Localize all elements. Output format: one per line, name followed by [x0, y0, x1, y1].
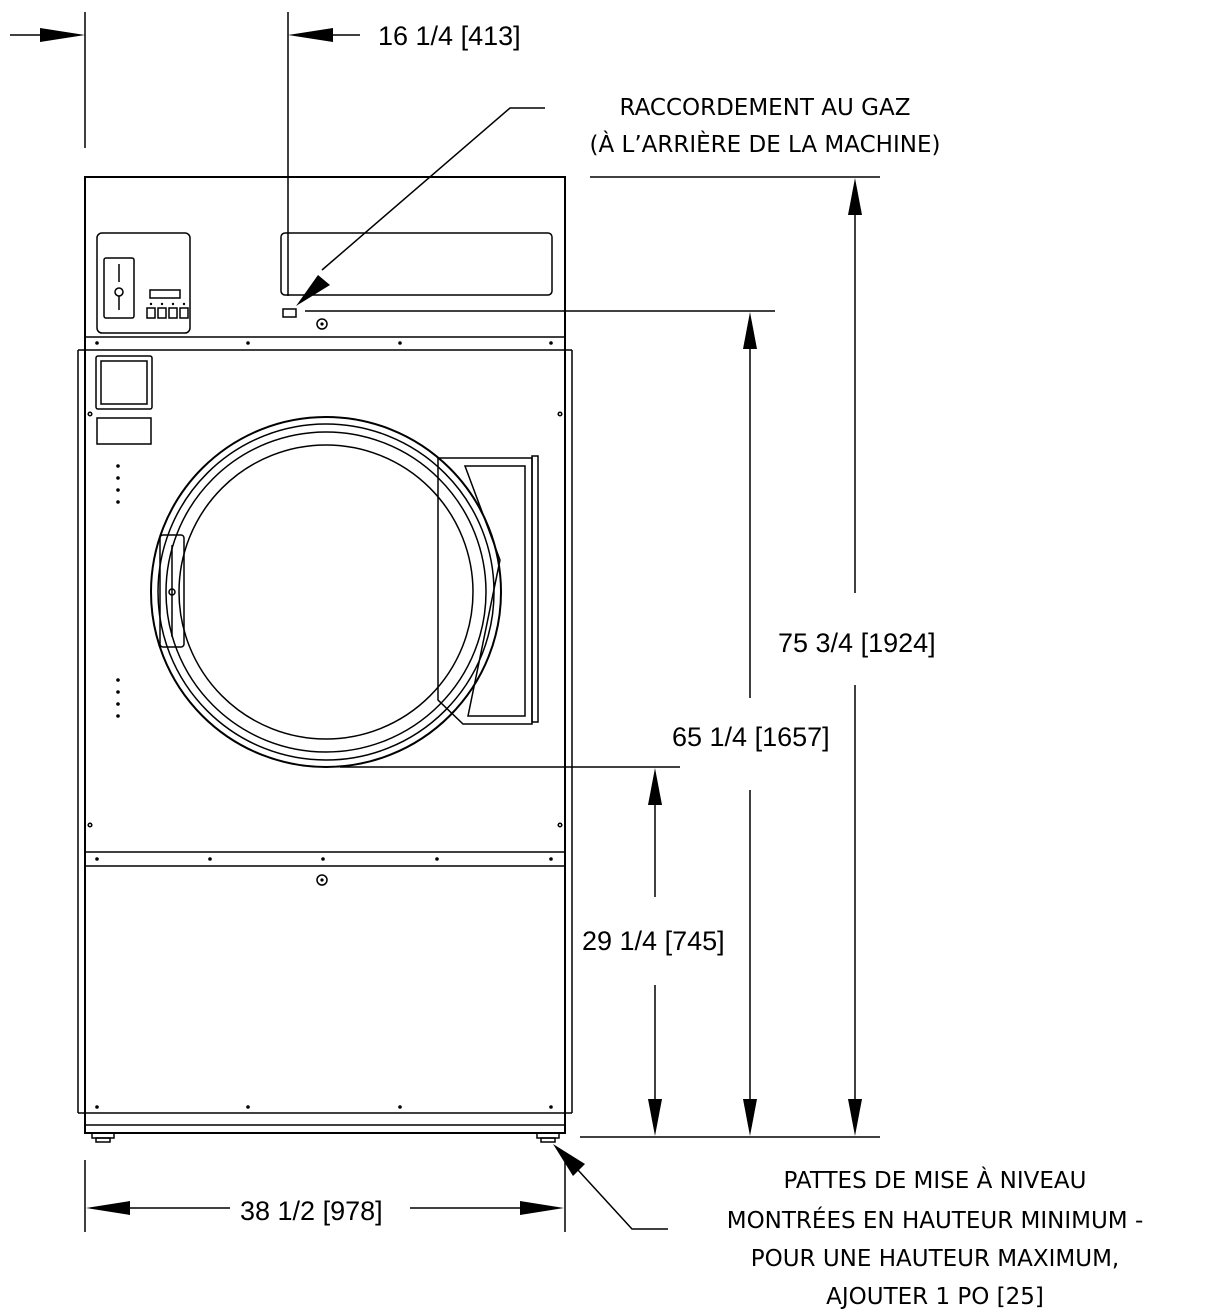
dim-gas-offset: 16 1/4 [413] — [10, 12, 521, 296]
dim-label-width: 38 1/2 [978] — [240, 1196, 383, 1226]
gas-connection-marker — [282, 308, 297, 318]
dim-gas-height: 65 1/4 [1657] — [305, 310, 830, 1136]
legs-note-line3: POUR UNE HAUTEUR MAXIMUM, — [751, 1246, 1120, 1272]
gas-note-line1: RACCORDEMENT AU GAZ — [620, 95, 911, 121]
access-panel — [96, 417, 152, 445]
dim-label-gas-height: 65 1/4 [1657] — [672, 722, 830, 752]
drum-door — [150, 416, 502, 768]
legs-note-line1: PATTES DE MISE À NIVEAU — [784, 1166, 1087, 1194]
dryer-cabinet — [77, 176, 573, 1134]
legs-leader: PATTES DE MISE À NIVEAU MONTRÉES EN HAUT… — [553, 1144, 1143, 1310]
lock-icon — [316, 874, 328, 886]
legs-note-line2: MONTRÉES EN HAUTEUR MINIMUM - — [727, 1206, 1144, 1234]
dim-width: 38 1/2 [978] — [84, 1160, 566, 1232]
dim-label-door-bottom-height: 29 1/4 [745] — [582, 926, 725, 956]
dim-label-gas-offset: 16 1/4 [413] — [378, 21, 521, 51]
display-window — [149, 289, 181, 299]
legs-note-line4: AJOUTER 1 PO [25] — [826, 1284, 1044, 1310]
dim-label-total-height: 75 3/4 [1924] — [778, 628, 936, 658]
gas-leader: RACCORDEMENT AU GAZ (À L’ARRIÈRE DE LA M… — [296, 95, 940, 306]
leveling-legs — [91, 1132, 560, 1143]
top-window-panel — [280, 232, 553, 296]
lint-door — [95, 355, 153, 410]
coin-control-panel — [96, 232, 191, 334]
rivets — [87, 341, 563, 1109]
dim-total-height: 75 3/4 [1924] — [580, 176, 936, 1138]
dim-door-bottom-height: 29 1/4 [745] — [340, 766, 725, 1136]
coin-slot-icon — [103, 257, 135, 319]
door-handle — [159, 534, 185, 648]
lock-icon — [316, 318, 328, 330]
door-hinge — [437, 455, 539, 725]
gas-note-line2: (À L’ARRIÈRE DE LA MACHINE) — [590, 130, 941, 158]
